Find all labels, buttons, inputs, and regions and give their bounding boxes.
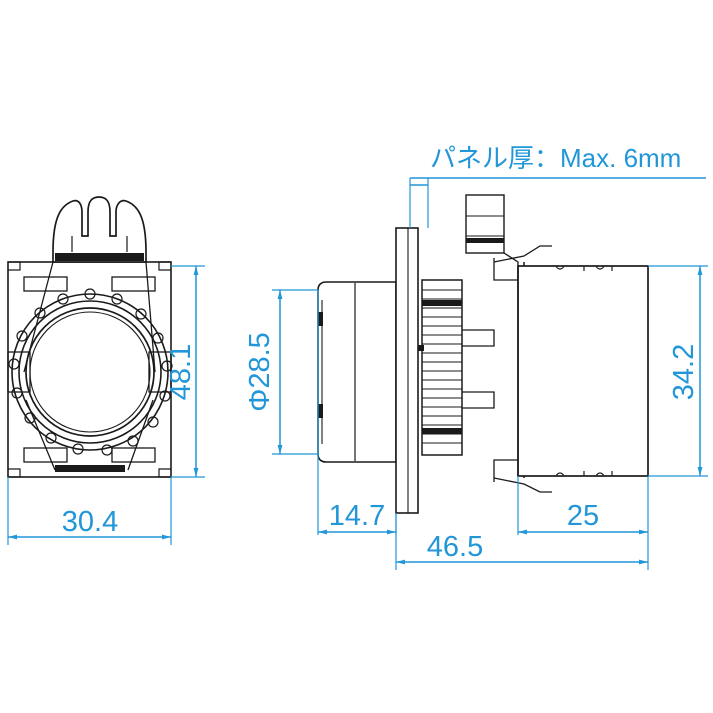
front-bezel-circle-inner	[29, 311, 151, 433]
plate-slot-top-right	[111, 276, 156, 292]
front-body-base-bar	[55, 465, 125, 472]
dim-label-front-projection: 14.7	[329, 500, 385, 532]
front-clip-base-bar	[55, 253, 144, 261]
front-ring-serrations	[8, 288, 173, 456]
front-bezel-circle	[25, 307, 155, 437]
dimension-front-width	[7, 477, 172, 545]
dimension-layer: 48.1 30.4 Φ28.5 34.2	[7, 177, 708, 570]
plate-slot-mid-right	[148, 351, 172, 393]
side-view	[317, 194, 649, 514]
plate-corner-notch-bl	[8, 468, 21, 478]
side-button-head	[317, 281, 397, 463]
side-upper-boss	[465, 194, 519, 280]
front-clip-inner-lines	[71, 236, 128, 252]
side-contact-block	[517, 265, 649, 477]
front-knurled-ring-inner	[18, 300, 162, 444]
plate-slot-bottom-right	[111, 447, 156, 463]
front-knurled-ring-outer	[11, 293, 169, 451]
side-knurled-nut	[418, 279, 463, 456]
dim-label-total-depth: 46.5	[427, 531, 483, 563]
side-head-mark-bottom	[318, 404, 323, 418]
front-top-clip	[52, 196, 147, 263]
dimension-bezel-diameter	[272, 289, 318, 455]
dim-label-bezel-diameter: Φ28.5	[244, 332, 276, 412]
dim-label-front-width: 30.4	[62, 506, 118, 538]
dimension-total-depth	[395, 476, 649, 570]
front-view	[7, 196, 173, 478]
dimension-front-height	[171, 265, 205, 478]
plate-corner-notch-br	[158, 468, 171, 478]
dimension-body-height	[648, 265, 708, 477]
panel-thickness-note: パネル厚：Max. 6mm	[430, 143, 681, 173]
dimension-panel-thickness	[409, 177, 706, 228]
side-head-mark-top	[318, 312, 323, 326]
plate-corner-notch-tl	[8, 261, 21, 271]
side-flange-plate	[395, 227, 419, 514]
dim-label-front-height: 48.1	[165, 344, 197, 400]
dim-label-body-height: 34.2	[668, 344, 700, 400]
dim-label-block-depth: 25	[567, 500, 599, 532]
plate-corner-notch-tr	[158, 261, 171, 271]
dimension-block-depth	[517, 476, 648, 535]
